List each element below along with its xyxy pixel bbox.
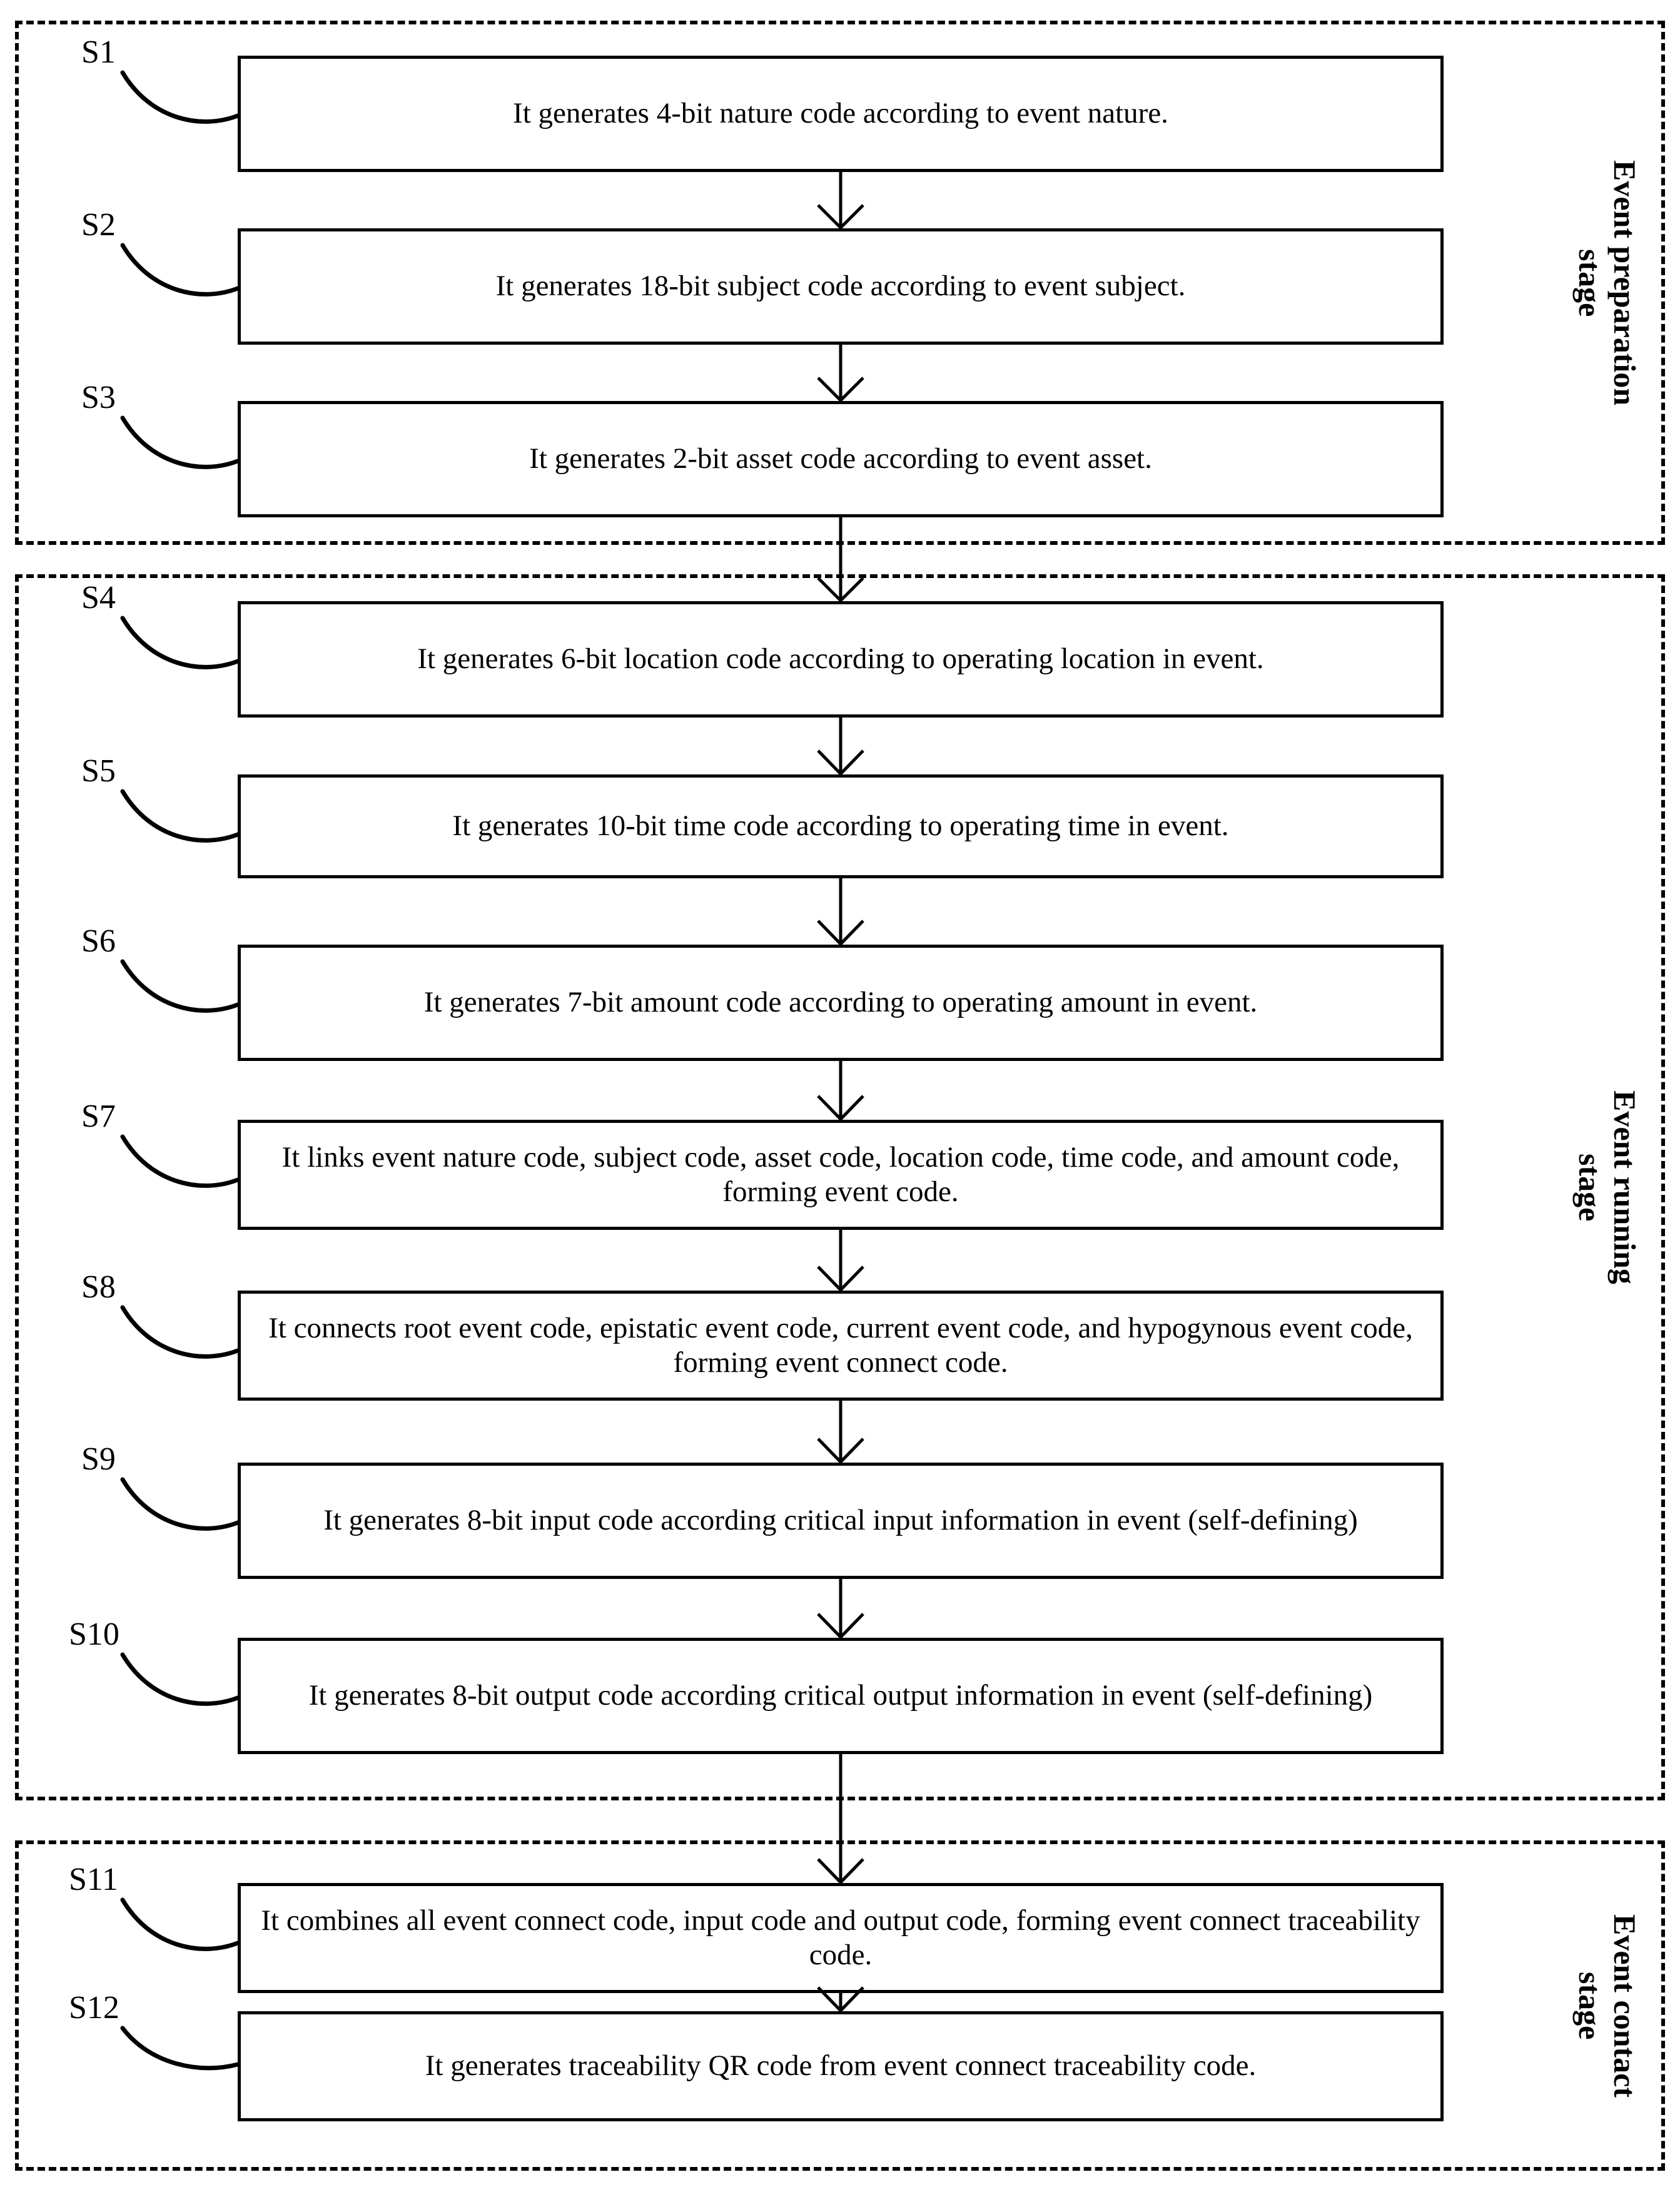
process-box-s7[interactable]: It links event nature code, subject code… [238, 1120, 1444, 1230]
step-label-s3: S3 [81, 380, 116, 415]
process-box-text: It combines all event connect code, inpu… [261, 1904, 1420, 1971]
step-label-s10: S10 [69, 1616, 119, 1652]
process-box-s9[interactable]: It generates 8-bit input code according … [238, 1463, 1444, 1579]
process-box-text: It generates 18-bit subject code accordi… [495, 270, 1186, 303]
process-box-s5[interactable]: It generates 10-bit time code according … [238, 774, 1444, 878]
step-label-s4: S4 [81, 580, 116, 616]
process-box-s12[interactable]: It generates traceability QR code from e… [238, 2011, 1444, 2121]
process-box-text: It generates 6-bit location code accordi… [417, 642, 1264, 676]
process-box-text: It generates 2-bit asset code according … [529, 442, 1152, 475]
step-label-s6: S6 [81, 923, 116, 959]
process-box-text: It links event nature code, subject code… [281, 1140, 1400, 1208]
step-label-s9: S9 [81, 1441, 116, 1477]
step-label-s1: S1 [81, 34, 116, 70]
step-label-s5: S5 [81, 753, 116, 789]
process-box-text: It generates 8-bit input code according … [323, 1504, 1358, 1537]
stage-label-text: Event running stage [1572, 1090, 1642, 1284]
step-label-s7: S7 [81, 1099, 116, 1134]
process-box-text: It generates traceability QR code from e… [425, 2049, 1257, 2083]
process-box-text: It generates 8-bit output code according… [308, 1679, 1373, 1712]
process-box-s2[interactable]: It generates 18-bit subject code accordi… [238, 228, 1444, 345]
process-box-s3[interactable]: It generates 2-bit asset code according … [238, 401, 1444, 517]
step-label-s11: S11 [69, 1862, 118, 1897]
process-box-s8[interactable]: It connects root event code, epistatic e… [238, 1291, 1444, 1401]
step-label-s8: S8 [81, 1269, 116, 1305]
process-box-text: It generates 10-bit time code according … [452, 809, 1229, 843]
stage-label-event-running: Event running stage [1570, 578, 1645, 1797]
stage-label-text: Event preparation stage [1572, 160, 1642, 406]
process-box-text: It generates 7-bit amount code according… [423, 986, 1258, 1019]
process-box-s10[interactable]: It generates 8-bit output code according… [238, 1638, 1444, 1754]
step-label-s12: S12 [69, 1990, 119, 2026]
stage-label-event-contact: Event contact stage [1570, 1844, 1645, 2167]
stage-label-text: Event contact stage [1572, 1914, 1642, 2098]
process-box-s6[interactable]: It generates 7-bit amount code according… [238, 945, 1444, 1061]
process-box-s11[interactable]: It combines all event connect code, inpu… [238, 1883, 1444, 1993]
process-box-s4[interactable]: It generates 6-bit location code accordi… [238, 601, 1444, 718]
step-label-s2: S2 [81, 207, 116, 243]
process-box-text: It generates 4-bit nature code according… [513, 97, 1168, 130]
process-box-text: It connects root event code, epistatic e… [268, 1311, 1413, 1379]
stage-label-event-preparation: Event preparation stage [1570, 24, 1645, 541]
process-box-s1[interactable]: It generates 4-bit nature code according… [238, 56, 1444, 172]
